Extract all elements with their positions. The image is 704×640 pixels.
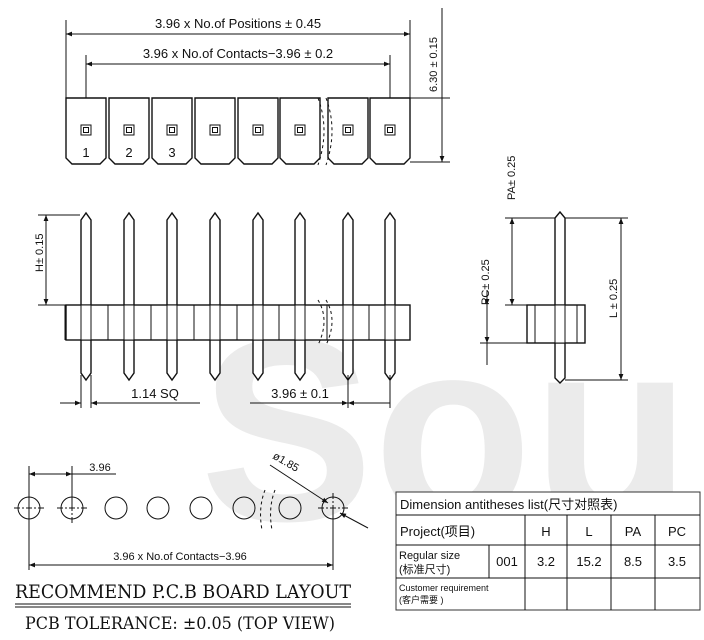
top-view: 3.96 x No.of Positions ± 0.45 3.96 x No.… (65, 8, 450, 166)
customer-label: Customer requirement (399, 583, 489, 593)
regular-l: 15.2 (576, 554, 601, 569)
pin-body (209, 304, 221, 341)
housing-cell (237, 97, 279, 165)
pin-square (166, 124, 178, 136)
pin-square-inner (212, 127, 218, 133)
pin-body (252, 304, 264, 341)
pin-square-inner (126, 127, 132, 133)
pin-body (123, 304, 135, 341)
housing (65, 304, 411, 341)
pcb-hole (232, 496, 256, 520)
pin-square-inner (345, 127, 351, 133)
header-h: H (541, 524, 550, 539)
pin (384, 211, 396, 382)
pin (342, 211, 354, 382)
side-view: PA± 0.25 PC± 0.25 L ± 0.25 (480, 156, 628, 384)
dimension-table: Dimension antitheses list(尺寸对照表) Project… (395, 491, 701, 611)
pin (209, 211, 221, 382)
pin (166, 211, 178, 382)
pin (252, 211, 264, 382)
pin-square (252, 124, 264, 136)
pin-body (342, 304, 354, 341)
table-title: Dimension antitheses list(尺寸对照表) (400, 497, 617, 512)
regular-code: 001 (496, 554, 518, 569)
pin-body (294, 304, 306, 341)
pin-square (123, 124, 135, 136)
pin-body (166, 304, 178, 341)
header-project: Project(项目) (400, 524, 475, 539)
dim-pc: PC± 0.25 (480, 259, 492, 305)
pin-number: 1 (82, 145, 89, 160)
dim-pa: PA± 0.25 (506, 156, 518, 200)
header-pa: PA (625, 524, 642, 539)
pin-square-inner (255, 127, 261, 133)
pin-body (384, 304, 396, 341)
housing-cell (279, 97, 321, 165)
pcb-hole (146, 496, 170, 520)
pin (123, 211, 135, 382)
regular-label: Regular size (399, 550, 460, 562)
pin-number: 3 (168, 145, 175, 160)
pin-square-inner (387, 127, 393, 133)
housing-cell (369, 97, 411, 165)
pin-square-inner (297, 127, 303, 133)
dim-height: 6.30 ± 0.15 (428, 37, 440, 92)
dim-positions: 3.96 x No.of Positions ± 0.45 (155, 16, 321, 31)
dim-contacts: 3.96 x No.of Contacts−3.96 ± 0.2 (143, 46, 333, 61)
pin-square (342, 124, 354, 136)
housing-cell (327, 97, 369, 165)
front-view: H± 0.15 1.14 SQ 3.96 ± 0.1 (34, 211, 411, 408)
dim-h: H± 0.15 (34, 234, 46, 272)
header-l: L (585, 524, 592, 539)
pin-square (384, 124, 396, 136)
dim-sq: 1.14 SQ (131, 386, 179, 401)
pin-square (209, 124, 221, 136)
pin-square-inner (83, 127, 89, 133)
housing-cell (194, 97, 236, 165)
header-pc: PC (668, 524, 686, 539)
dim-pitch: 3.96 ± 0.1 (271, 386, 329, 401)
pin-square-inner (169, 127, 175, 133)
dim-total: 3.96 x No.of Contacts−3.96 (113, 551, 247, 563)
pin-square (294, 124, 306, 136)
pin (80, 211, 92, 382)
regular-pa: 8.5 (624, 554, 642, 569)
pin-square (80, 124, 92, 136)
layout-title: RECOMMEND P.C.B BOARD LAYOUT (15, 581, 351, 603)
regular-label-cn: (标准尺寸) (399, 562, 450, 576)
housing-cell (65, 97, 107, 165)
pin-number: 2 (125, 145, 132, 160)
housing-cell (151, 97, 193, 165)
regular-h: 3.2 (537, 554, 555, 569)
pcb-hole (104, 496, 128, 520)
pcb-hole (278, 496, 302, 520)
regular-pc: 3.5 (668, 554, 686, 569)
housing-cell (108, 97, 150, 165)
pcb-hole (189, 496, 213, 520)
pcb-tolerance: PCB TOLERANCE: ±0.05 (TOP VIEW) (25, 614, 335, 634)
customer-label-cn: (客户需要 ) (399, 594, 444, 605)
dim-l: L ± 0.25 (608, 279, 620, 318)
pcb-layout: 3.96 ø1.85 3.96 x No.of Contacts−3.96 RE… (14, 450, 369, 634)
pin-body (80, 304, 92, 341)
dim-hole-pitch: 3.96 (89, 462, 110, 474)
pin (294, 211, 306, 382)
